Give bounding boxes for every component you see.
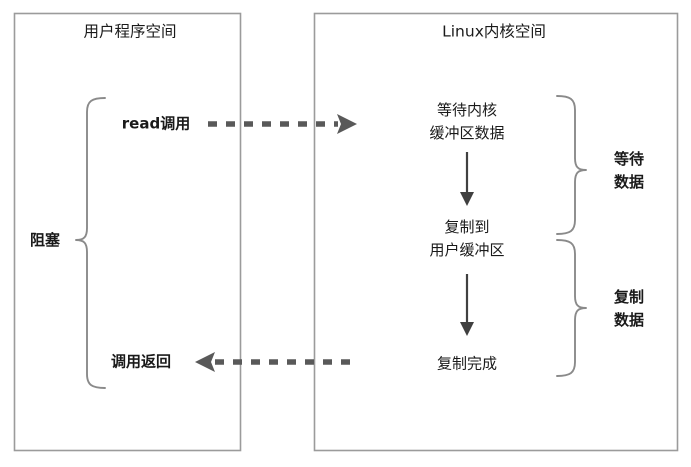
brace-label-copy-data-line1: 复制: [613, 288, 645, 306]
brace-label-wait-data-line2: 数据: [613, 173, 645, 191]
brace-wait-data-icon: [556, 95, 587, 235]
brace-label-blocking: 阻塞: [29, 231, 61, 249]
brace-label-copy-data-line2: 数据: [613, 311, 645, 329]
kernel-step-wait-line2: 缓冲区数据: [429, 124, 505, 142]
kernel-step-wait-line1: 等待内核: [436, 101, 498, 119]
arrow-label-call-return: 调用返回: [110, 352, 172, 371]
panel-kernel-space-box: [313, 12, 679, 452]
kernel-step-copy-line2: 用户缓冲区: [429, 241, 505, 259]
brace-blocking-icon: [75, 97, 106, 389]
arrow-copy-to-done-head-icon: [460, 322, 474, 336]
brace-copy-data-icon: [556, 239, 587, 377]
panel-title-kernel-space: Linux内核空间: [442, 22, 546, 41]
panel-title-user-space: 用户程序空间: [83, 22, 177, 41]
panel-user-space-box: [13, 12, 242, 452]
arrow-call-return-head-icon: [195, 352, 215, 372]
arrow-label-read-call: read调用: [121, 114, 191, 133]
arrow-read-call-head-icon: [337, 114, 357, 134]
brace-label-wait-data-line1: 等待: [613, 150, 645, 168]
kernel-step-copy-line1: 复制到: [444, 218, 490, 236]
kernel-step-done-line1: 复制完成: [436, 354, 498, 373]
arrow-wait-to-copy-head-icon: [460, 192, 474, 206]
